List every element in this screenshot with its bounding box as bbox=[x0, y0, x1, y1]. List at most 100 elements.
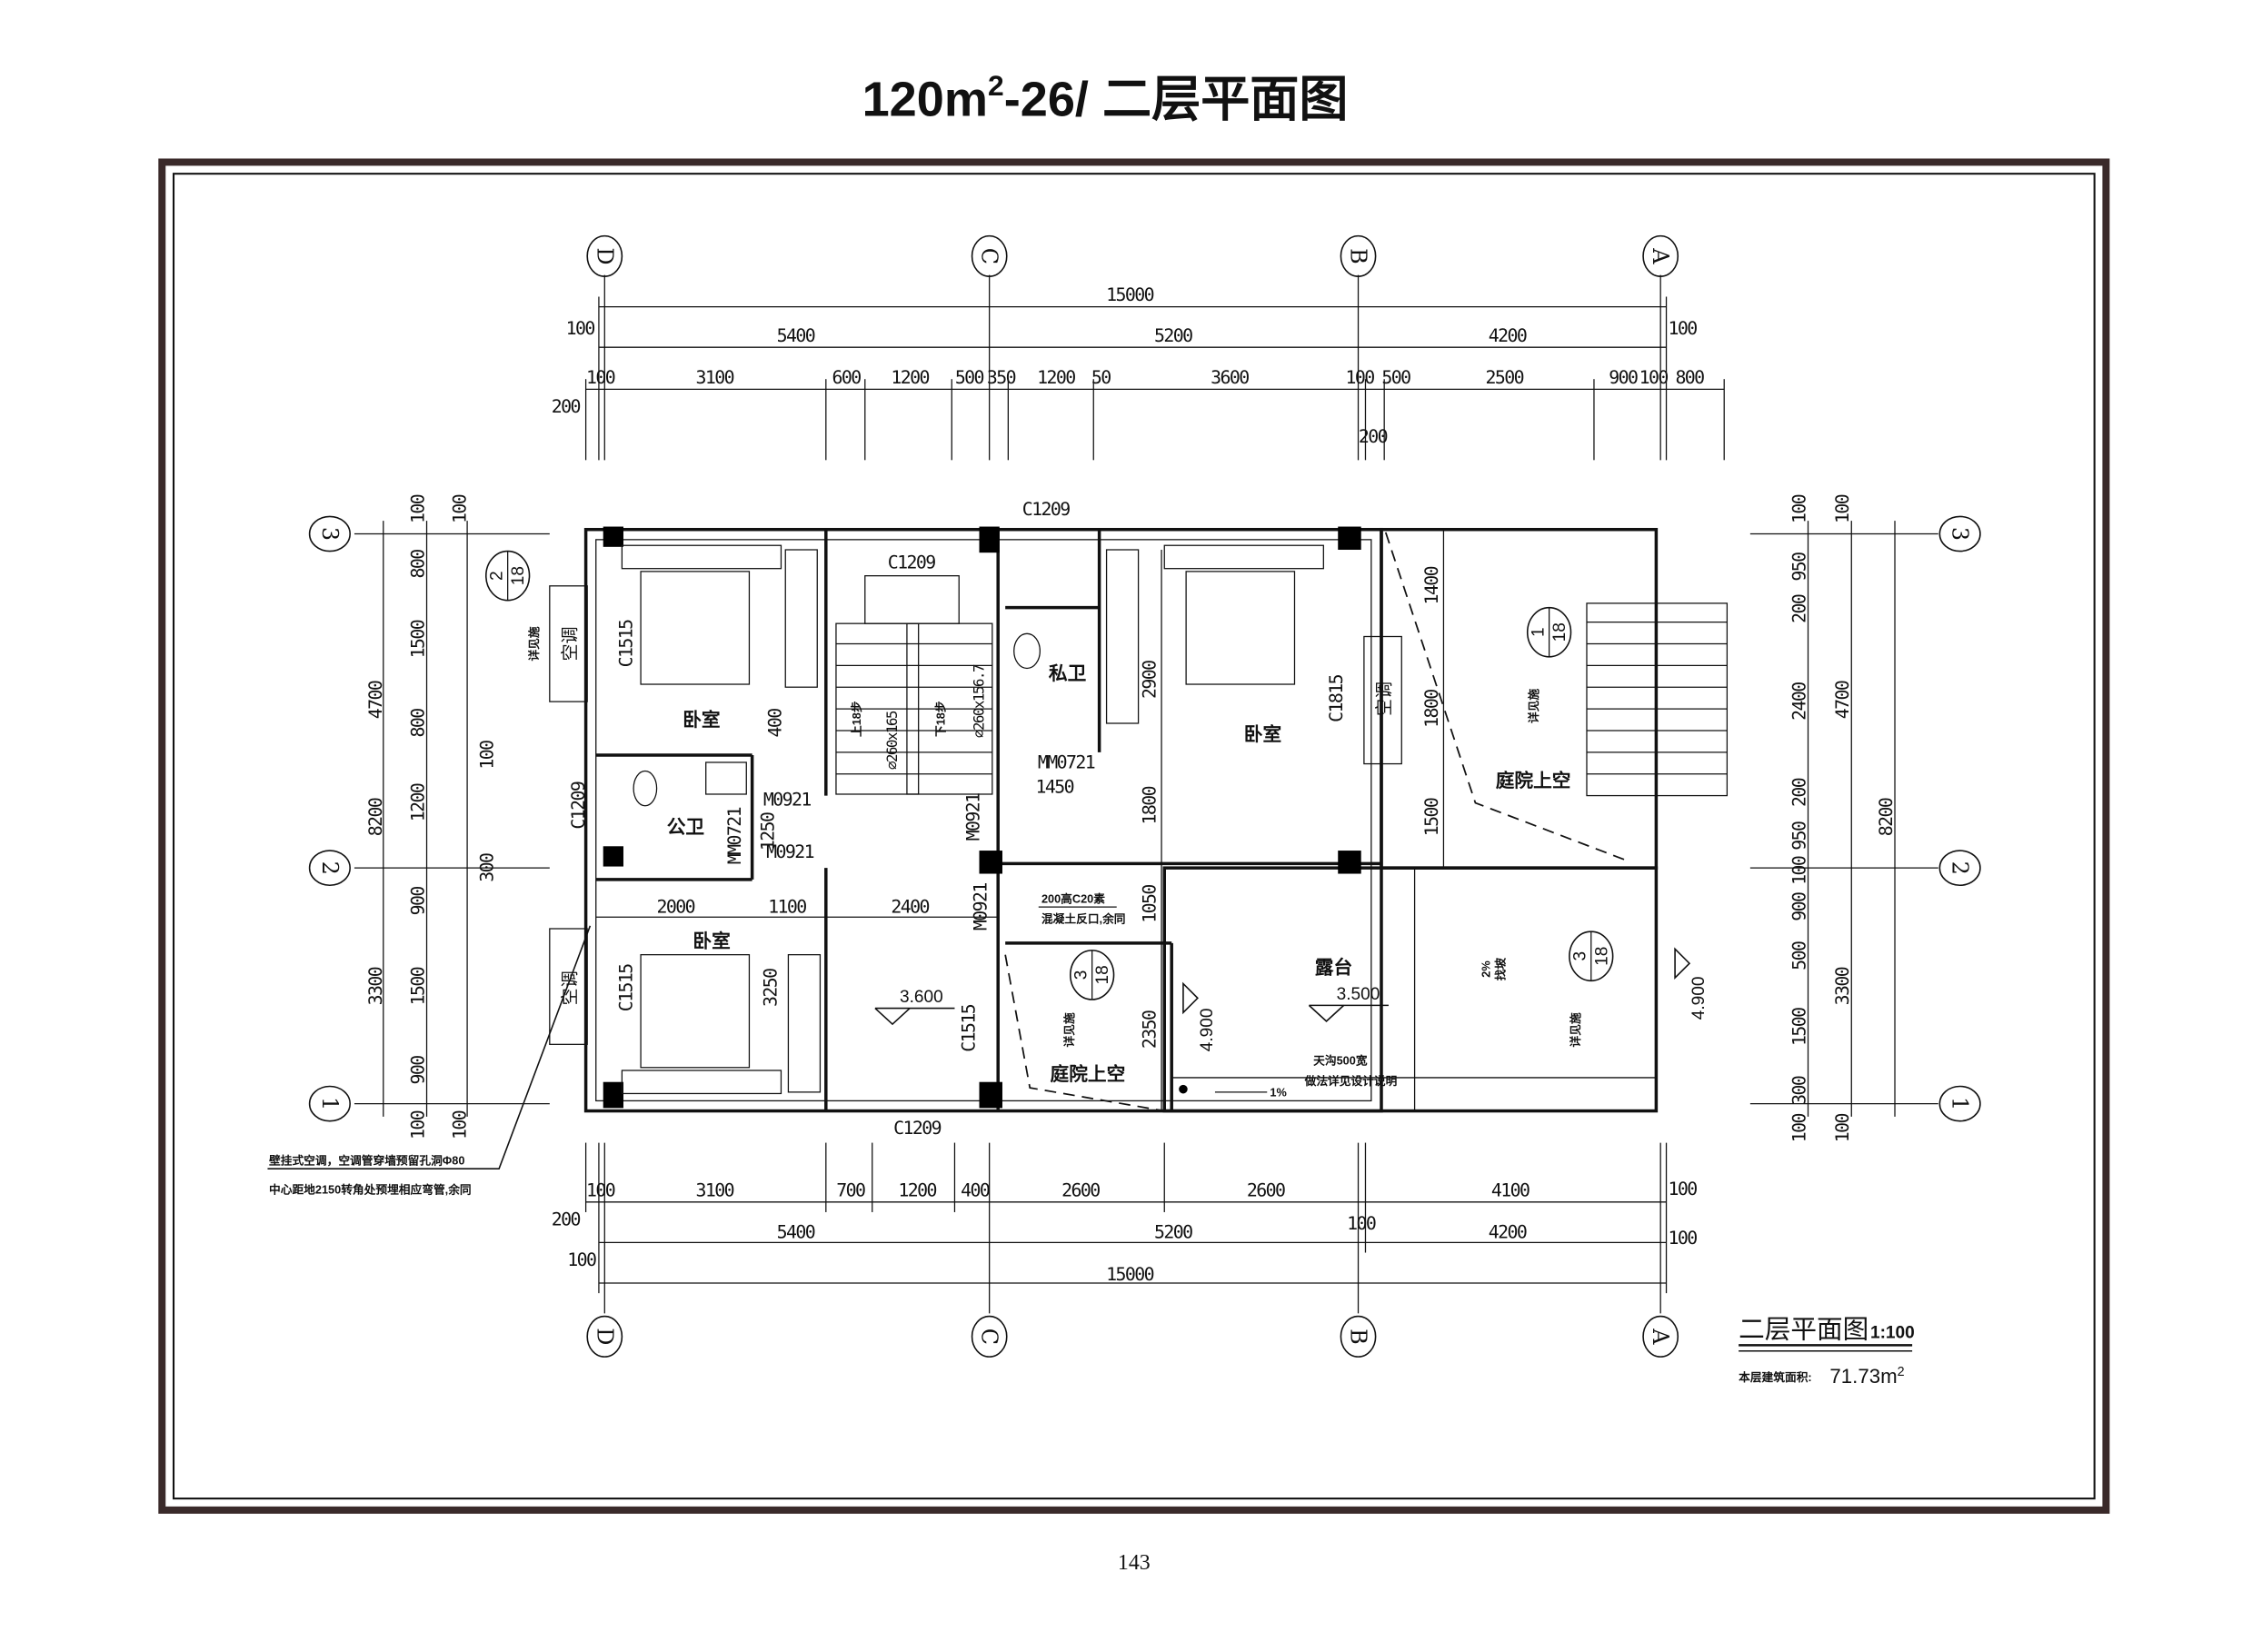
svg-text:⌀260x165: ⌀260x165 bbox=[883, 711, 901, 770]
dimensions-bottom: 100 3100 700 1200 400 2600 2600 4100 100… bbox=[552, 1142, 1699, 1294]
svg-text:1400: 1400 bbox=[1421, 566, 1442, 604]
svg-text:3.500: 3.500 bbox=[1337, 985, 1380, 1004]
svg-text:卧室: 卧室 bbox=[683, 709, 720, 731]
svg-text:5200: 5200 bbox=[1154, 325, 1192, 346]
svg-text:1250: 1250 bbox=[758, 812, 779, 851]
svg-text:1800: 1800 bbox=[1421, 690, 1442, 728]
svg-text:100: 100 bbox=[477, 741, 498, 770]
svg-text:100: 100 bbox=[1639, 367, 1669, 388]
elevation-marks: 3.600 3.500 4.900 4.900 bbox=[874, 947, 1709, 1051]
svg-text:2: 2 bbox=[487, 571, 506, 581]
svg-text:3100: 3100 bbox=[696, 1179, 734, 1200]
svg-text:C1515: C1515 bbox=[616, 620, 637, 667]
ac-unit-icon: 空调 bbox=[1363, 635, 1402, 765]
svg-text:庭院上空: 庭院上空 bbox=[1496, 770, 1571, 791]
svg-text:8200: 8200 bbox=[1876, 798, 1897, 836]
svg-text:空调: 空调 bbox=[560, 626, 580, 661]
svg-text:1200: 1200 bbox=[407, 783, 428, 821]
svg-text:上18步: 上18步 bbox=[850, 701, 863, 737]
svg-text:2400: 2400 bbox=[1789, 682, 1809, 721]
svg-text:空调: 空调 bbox=[560, 970, 580, 1005]
svg-text:C1815: C1815 bbox=[1326, 674, 1347, 722]
svg-text:M0921: M0921 bbox=[970, 883, 991, 930]
svg-text:3250: 3250 bbox=[761, 969, 782, 1007]
svg-text:900: 900 bbox=[407, 1056, 428, 1085]
bed-icon bbox=[1163, 544, 1324, 685]
svg-text:2900: 2900 bbox=[1140, 661, 1161, 699]
svg-text:300: 300 bbox=[1789, 1076, 1809, 1105]
svg-text:18: 18 bbox=[1550, 622, 1569, 642]
svg-text:2600: 2600 bbox=[1247, 1179, 1285, 1200]
svg-text:露台: 露台 bbox=[1315, 956, 1352, 978]
svg-text:C1515: C1515 bbox=[616, 964, 637, 1011]
svg-text:A: A bbox=[1648, 247, 1673, 264]
svg-text:100: 100 bbox=[1789, 494, 1809, 523]
svg-text:100: 100 bbox=[1668, 1179, 1697, 1199]
svg-text:卧室: 卧室 bbox=[1244, 723, 1281, 745]
svg-text:1: 1 bbox=[317, 1097, 343, 1110]
svg-text:100: 100 bbox=[567, 1249, 596, 1270]
stair-labels: 上18步 ⌀260x165 下18步 ⌀260x156.7 bbox=[850, 664, 987, 770]
svg-text:100: 100 bbox=[1832, 494, 1853, 523]
svg-text:混凝土反口,余同: 混凝土反口,余同 bbox=[1041, 912, 1126, 926]
svg-text:2600: 2600 bbox=[1061, 1179, 1100, 1200]
svg-text:100: 100 bbox=[1668, 318, 1697, 339]
svg-text:1: 1 bbox=[1529, 627, 1548, 637]
svg-text:3: 3 bbox=[1948, 527, 1973, 541]
annotations: 200高C20素 混凝土反口,余同 天沟500宽 做法详见设计说明 1% 2% … bbox=[267, 585, 1582, 1196]
svg-text:100: 100 bbox=[1347, 1213, 1376, 1234]
dimensions-top: 15000 5400 5200 4200 100 100 200 200 100… bbox=[552, 284, 1725, 461]
svg-text:2500: 2500 bbox=[1486, 367, 1524, 388]
svg-text:1200: 1200 bbox=[1037, 367, 1075, 388]
wardrobe-icon bbox=[784, 549, 1140, 1093]
svg-text:3600: 3600 bbox=[1211, 367, 1249, 388]
svg-text:900: 900 bbox=[1609, 367, 1638, 388]
exterior-stair bbox=[1586, 602, 1729, 797]
svg-text:18: 18 bbox=[1592, 947, 1611, 966]
page-title: 120m2-26/ 二层平面图 bbox=[862, 69, 1349, 126]
drawing-legend: 二层平面图 1:100 本层建筑面积: 71.73m2 bbox=[1739, 1315, 1915, 1387]
svg-text:4.900: 4.900 bbox=[1689, 977, 1709, 1020]
svg-text:1100: 1100 bbox=[768, 896, 806, 917]
svg-text:100: 100 bbox=[1789, 856, 1809, 885]
svg-text:4200: 4200 bbox=[1489, 1222, 1527, 1243]
svg-text:15000: 15000 bbox=[1106, 1264, 1153, 1285]
svg-text:1500: 1500 bbox=[1789, 1008, 1809, 1046]
svg-text:950: 950 bbox=[1789, 821, 1809, 851]
svg-text:100: 100 bbox=[449, 1110, 470, 1139]
svg-text:D: D bbox=[592, 1328, 617, 1345]
svg-text:B: B bbox=[1346, 248, 1371, 264]
svg-text:500: 500 bbox=[1789, 941, 1809, 970]
svg-text:1450: 1450 bbox=[1036, 776, 1074, 797]
svg-text:900: 900 bbox=[1789, 892, 1809, 921]
svg-text:详见施: 详见施 bbox=[1569, 1012, 1582, 1047]
page-number: 143 bbox=[1118, 1551, 1151, 1575]
svg-text:详见施: 详见施 bbox=[1062, 1012, 1076, 1047]
svg-text:50: 50 bbox=[1091, 367, 1111, 388]
svg-text:3300: 3300 bbox=[1832, 967, 1853, 1005]
svg-text:中心距地2150转角处预埋相应弯管,余同: 中心距地2150转角处预埋相应弯管,余同 bbox=[269, 1182, 472, 1196]
svg-text:5200: 5200 bbox=[1154, 1222, 1192, 1243]
svg-text:300: 300 bbox=[477, 853, 498, 882]
svg-text:2400: 2400 bbox=[891, 896, 929, 917]
svg-text:1500: 1500 bbox=[407, 967, 428, 1005]
svg-text:详见施: 详见施 bbox=[1527, 689, 1540, 723]
svg-text:350: 350 bbox=[987, 367, 1016, 388]
svg-text:C1515: C1515 bbox=[959, 1004, 980, 1051]
ac-unit-icon: 空调 bbox=[549, 585, 588, 702]
svg-text:做法详见设计说明: 做法详见设计说明 bbox=[1304, 1074, 1398, 1088]
svg-text:600: 600 bbox=[832, 367, 862, 388]
svg-text:3300: 3300 bbox=[365, 967, 386, 1005]
outer-frame bbox=[158, 158, 2110, 1514]
svg-text:2000: 2000 bbox=[657, 896, 695, 917]
dimensions-left: 4700 8200 3300 100 800 1500 800 1200 900… bbox=[365, 494, 498, 1139]
svg-text:M0921: M0921 bbox=[963, 793, 984, 841]
svg-text:二层平面图: 二层平面图 bbox=[1739, 1315, 1868, 1344]
svg-text:500: 500 bbox=[955, 367, 984, 388]
svg-text:100: 100 bbox=[586, 367, 615, 388]
svg-text:下18步: 下18步 bbox=[933, 701, 947, 737]
walls bbox=[583, 526, 1659, 1113]
